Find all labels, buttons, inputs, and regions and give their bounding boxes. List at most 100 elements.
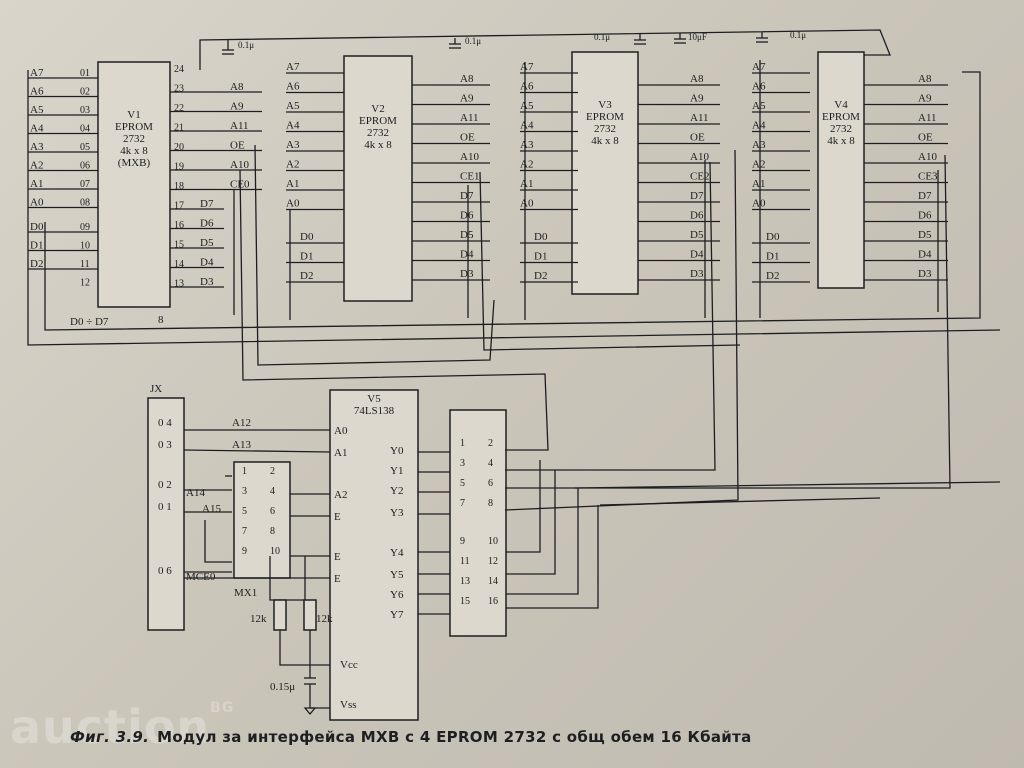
v1-right-pin-label: D3 — [200, 276, 214, 288]
auction-watermark: auctionBG — [10, 700, 234, 754]
power-rail — [199, 29, 891, 70]
v1-right-pin-label: D7 — [200, 198, 214, 210]
mx1-name: MX1 — [234, 587, 257, 599]
v4-left-pin-label: A1 — [752, 178, 765, 190]
mx1-jumper-block — [233, 461, 291, 579]
v1-right-pin-label: OE — [230, 140, 245, 152]
v1-right-pin-label: D4 — [200, 257, 214, 269]
sig-a15: A15 — [202, 503, 221, 515]
v2-left-pin-label: A7 — [286, 61, 300, 73]
cs-jumper-block — [449, 409, 507, 637]
v1-left-pin-label: A5 — [30, 104, 44, 116]
v3-right-pin-label: OE — [690, 132, 705, 144]
jx-pin-4: 0 4 — [158, 417, 172, 429]
v4-eprom-body — [817, 51, 865, 289]
v3-right-pin-label: D4 — [690, 249, 704, 261]
v5-decoder-body — [329, 389, 419, 721]
v4-left-pin-label: A0 — [752, 198, 766, 210]
v4-left-pin-label: D0 — [766, 231, 780, 243]
v1-right-pin-number: 17 — [174, 201, 184, 212]
v2-right-pin-label: D5 — [460, 229, 474, 241]
chip-select-routing — [239, 144, 1001, 615]
mx1-pin-number: 10 — [270, 546, 280, 557]
v4-left-pin-label: A3 — [752, 139, 766, 151]
sig-a14: A14 — [186, 487, 205, 499]
v5-pin-e1: E — [334, 511, 341, 523]
jumper-pin-number: 6 — [488, 478, 493, 489]
v1-left-pin-number: 11 — [80, 259, 90, 270]
v1-right-pin-number: 16 — [174, 220, 184, 231]
jx-connector-body — [147, 397, 185, 631]
v4-right-pin-label: OE — [918, 132, 933, 144]
v3-left-pin-label: A3 — [520, 139, 534, 151]
v1-right-pin-number: 20 — [174, 142, 184, 153]
figure-title: Модул за интерфейса MXB с 4 EPROM 2732 с… — [157, 728, 752, 746]
jumper-pin-number: 12 — [488, 556, 498, 567]
jumper-pin-number: 2 — [488, 438, 493, 449]
v2-type: EPROM — [359, 115, 397, 127]
v1-left-pin-label: A1 — [30, 178, 43, 190]
v3-right-pin-label: CE2 — [690, 171, 710, 183]
v5-pin-y0: Y0 — [390, 445, 404, 457]
mx1-pin-number: 4 — [270, 486, 275, 497]
v2-right-pin-label: D7 — [460, 190, 474, 202]
cap-label-5: 0.1μ — [790, 30, 806, 40]
v5-pin-e2: E — [334, 551, 341, 563]
jumper-pin-number: 3 — [460, 458, 465, 469]
v1-name: V1 — [127, 109, 140, 121]
jumper-pin-number: 1 — [460, 438, 465, 449]
v1-right-pin-label: D6 — [200, 218, 214, 230]
v1-left-pin-number: 02 — [80, 87, 90, 98]
v1-right-pin-label: D5 — [200, 237, 214, 249]
v1-left-pin-number: 09 — [80, 222, 90, 233]
v2-eprom-body — [343, 55, 413, 302]
v1-right-pin-number: 23 — [174, 84, 184, 95]
v1-left-pin-number: 05 — [80, 142, 90, 153]
v4-left-pin-label: A2 — [752, 159, 765, 171]
v4-right-pin-label: D3 — [918, 268, 932, 280]
v2-right-pin-label: A8 — [460, 73, 474, 85]
mx1-pin-number: 5 — [242, 506, 247, 517]
mx1-pin-number: 1 — [242, 466, 247, 477]
v5-pin-y5: Y5 — [390, 569, 404, 581]
v5-pin-y6: Y6 — [390, 589, 404, 601]
jumper-pin-number: 16 — [488, 596, 498, 607]
jumper-pin-number: 15 — [460, 596, 470, 607]
v3-left-pin-label: A1 — [520, 178, 533, 190]
v1-bus-width: 8 — [158, 314, 164, 326]
v3-right-pin-label: A9 — [690, 93, 704, 105]
figure-caption: Фиг. 3.9.Модул за интерфейса MXB с 4 EPR… — [70, 728, 752, 746]
v5-name: V5 — [367, 393, 381, 405]
v3-right-pin-label: A8 — [690, 73, 704, 85]
v1-part: 2732 — [123, 133, 145, 145]
address-wiring — [183, 429, 331, 716]
jumper-pin-number: 11 — [460, 556, 470, 567]
v1-left-pin-number: 10 — [80, 241, 90, 252]
v1-left-pin-number: 08 — [80, 198, 90, 209]
v1-left-pin-label: A2 — [30, 160, 43, 172]
generated-pin-labels: A7A6A5A4A3A2A1A0D0D1D2010203040506070809… — [28, 61, 948, 607]
cap-label-1: 0.1μ — [238, 40, 254, 50]
v1-left-pin-number: 04 — [80, 124, 90, 135]
v5-pin-a0: A0 — [334, 425, 348, 437]
cap-label-2: 0.1μ — [465, 36, 481, 46]
v2-left-pin-label: A0 — [286, 198, 300, 210]
v5-pin-y1: Y1 — [390, 465, 403, 477]
v4-name: V4 — [834, 99, 848, 111]
v3-right-pin-label: D6 — [690, 210, 704, 222]
v1-right-pin-number: 21 — [174, 123, 184, 134]
v4-right-pin-label: A11 — [918, 112, 937, 124]
v3-left-pin-label: D1 — [534, 251, 547, 263]
resistor-1 — [273, 599, 287, 631]
v3-left-pin-label: A0 — [520, 198, 534, 210]
jumper-pin-number: 7 — [460, 498, 465, 509]
v2-right-pin-label: D6 — [460, 210, 474, 222]
v3-left-pin-label: A2 — [520, 159, 533, 171]
v1-right-pin-number: 24 — [174, 64, 184, 75]
v4-type: EPROM — [822, 111, 860, 123]
v2-left-pin-label: A3 — [286, 139, 300, 151]
v2-left-pin-label: A5 — [286, 100, 300, 112]
v2-left-pin-label: D0 — [300, 231, 314, 243]
v1-eprom-body — [97, 61, 171, 308]
